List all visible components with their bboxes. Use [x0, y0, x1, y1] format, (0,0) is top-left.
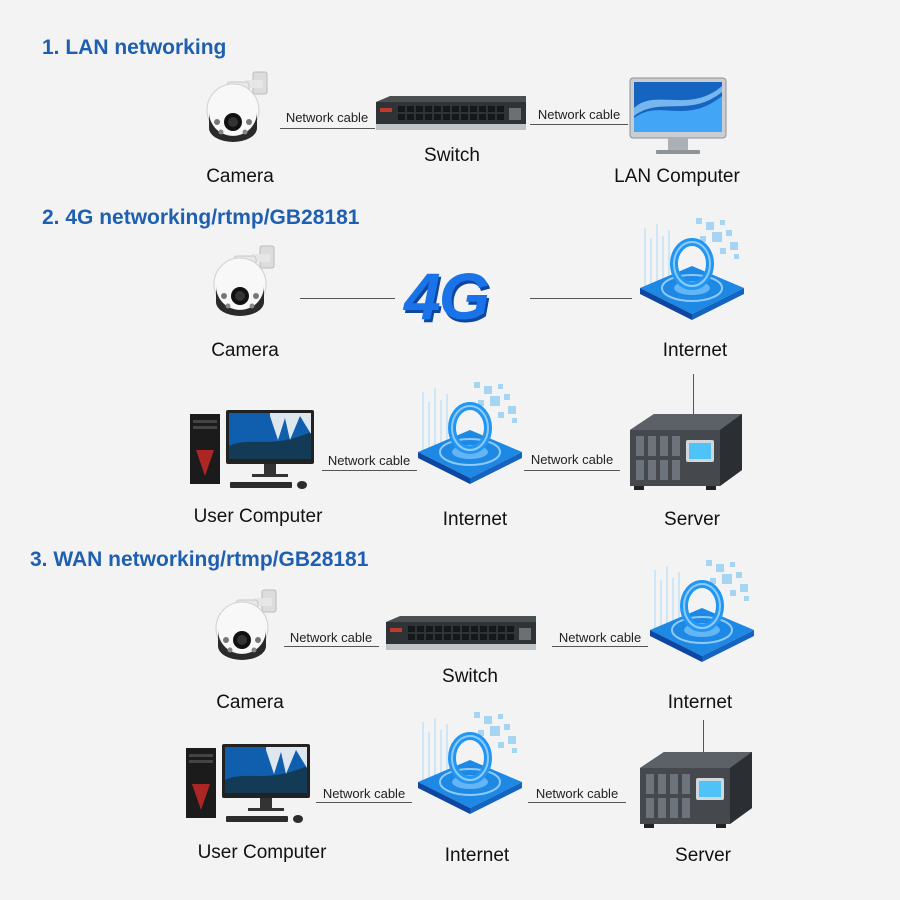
- globe-icon: [640, 218, 744, 322]
- globe-icon: [418, 712, 522, 816]
- internet-label: Internet: [667, 692, 733, 713]
- cable-label: Network cable: [285, 110, 369, 125]
- cable-line: [530, 124, 628, 125]
- cable-line: [524, 470, 620, 471]
- internet-label: Internet: [442, 509, 508, 530]
- switch-label: Switch: [424, 145, 480, 166]
- cable-line: [316, 802, 412, 803]
- link-line: [300, 298, 395, 299]
- section-title-wan: 3. WAN networking/rtmp/GB28181: [30, 548, 369, 571]
- pc-icon: [190, 410, 314, 489]
- cable-label: Network cable: [535, 786, 619, 801]
- switch-icon: [376, 96, 526, 130]
- camera-label: Camera: [216, 692, 284, 713]
- cable-label: Network cable: [530, 452, 614, 467]
- cable-line: [284, 646, 379, 647]
- link-line-vertical: [693, 374, 694, 420]
- camera-icon: [206, 71, 268, 143]
- cable-label: Network cable: [289, 630, 373, 645]
- cable-line: [280, 128, 375, 129]
- server-label: Server: [664, 509, 720, 530]
- user-computer-label: User Computer: [197, 842, 327, 863]
- cable-label: Network cable: [537, 107, 621, 122]
- camera-label: Camera: [211, 340, 279, 361]
- server-icon: [640, 752, 752, 828]
- camera-icon: [213, 245, 275, 317]
- server-label: Server: [675, 845, 731, 866]
- cable-label: Network cable: [327, 453, 411, 468]
- globe-icon: [418, 382, 522, 486]
- pc-icon: [186, 744, 310, 823]
- internet-label: Internet: [662, 340, 728, 361]
- cable-label: Network cable: [322, 786, 406, 801]
- section-title-4g: 2. 4G networking/rtmp/GB28181: [42, 206, 360, 229]
- section-title-lan: 1. LAN networking: [42, 36, 227, 59]
- user-computer-label: User Computer: [193, 506, 323, 527]
- cable-line: [528, 802, 626, 803]
- cable-line: [322, 470, 417, 471]
- cable-line: [552, 646, 648, 647]
- fourg-logo: 4G: [404, 259, 490, 333]
- camera-label: Camera: [206, 166, 274, 187]
- lan-computer-label: LAN Computer: [614, 166, 740, 187]
- camera-icon: [215, 589, 277, 661]
- globe-icon: [650, 560, 754, 664]
- server-icon: [630, 414, 742, 490]
- switch-icon: [386, 616, 536, 650]
- switch-label: Switch: [442, 666, 498, 687]
- internet-label: Internet: [444, 845, 510, 866]
- monitor-icon: [629, 77, 727, 155]
- cable-label: Network cable: [558, 630, 642, 645]
- link-line: [530, 298, 632, 299]
- link-line-vertical: [703, 720, 704, 766]
